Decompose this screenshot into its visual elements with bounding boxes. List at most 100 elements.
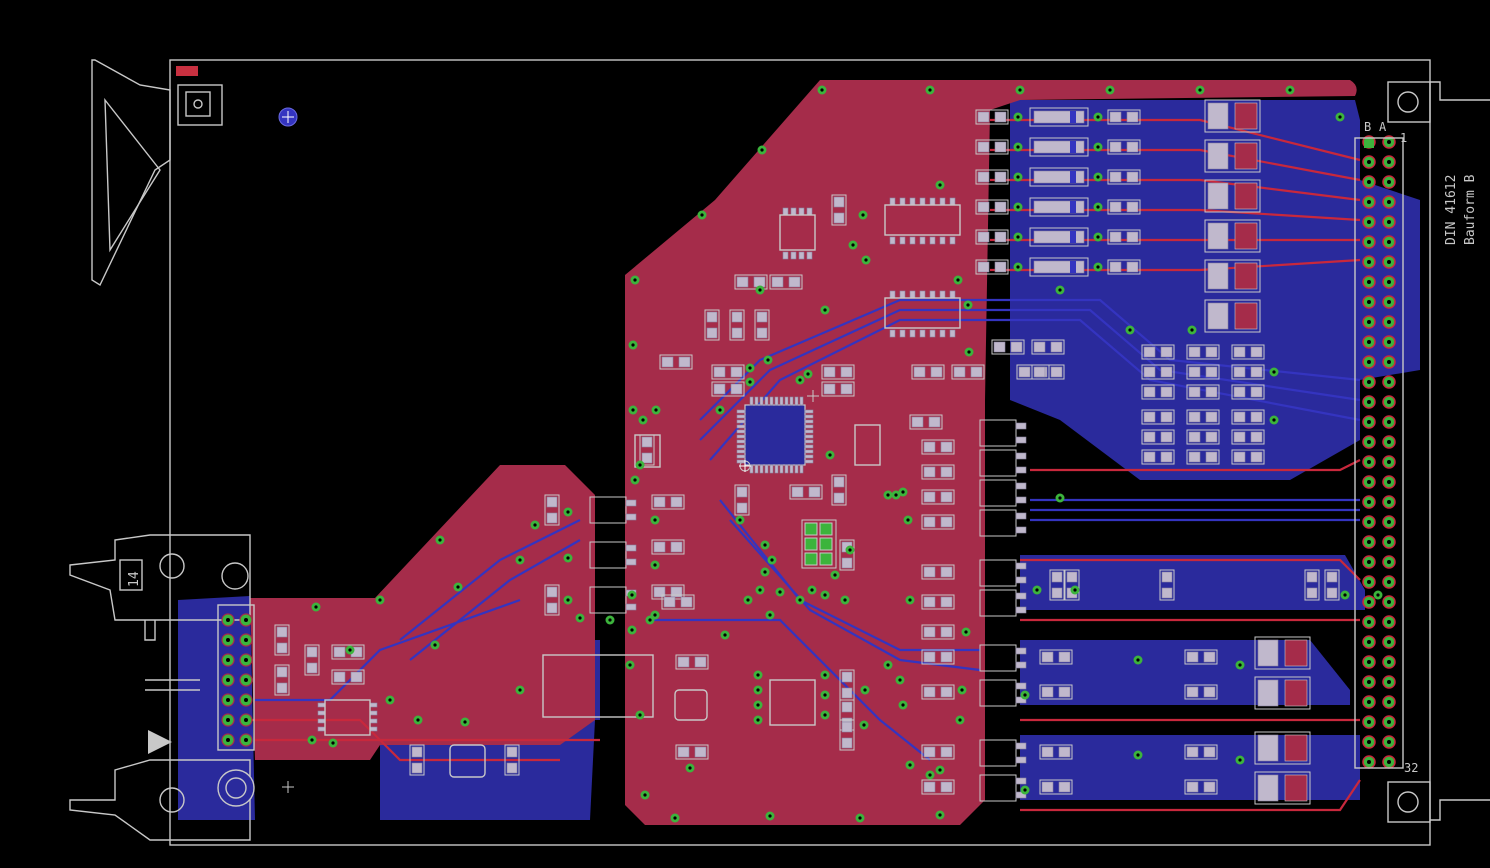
board-outline [169, 59, 1490, 846]
smd-part [921, 439, 955, 455]
row-label-a: A [1379, 120, 1387, 134]
smd-part [1159, 569, 1175, 601]
smd-part [1231, 409, 1265, 425]
connector-silkscreen [1354, 81, 1431, 823]
smd-part [921, 624, 955, 640]
smd-part [1184, 744, 1218, 760]
row-label-b: B [1364, 120, 1371, 134]
diode [1029, 167, 1089, 187]
smd-part [711, 364, 745, 380]
smd-part [504, 744, 520, 776]
smd-part [659, 354, 693, 370]
smd-part [734, 484, 750, 516]
smd-part [1186, 429, 1220, 445]
smd-part [921, 779, 955, 795]
smd-part [1184, 684, 1218, 700]
smd-part [704, 309, 720, 341]
smd-part [544, 494, 560, 526]
smd-part [1186, 364, 1220, 380]
smd-part [1141, 344, 1175, 360]
smd-part [639, 434, 655, 466]
smd-part [729, 309, 745, 341]
diode [1029, 137, 1089, 157]
smd-part [754, 309, 770, 341]
smd-part [1186, 449, 1220, 465]
smd-part [1231, 364, 1265, 380]
smd-part [1231, 344, 1265, 360]
transistor [979, 559, 1027, 587]
smd-part [675, 744, 709, 760]
smd-part [1107, 109, 1141, 125]
transistor [979, 449, 1027, 477]
smd-part [734, 274, 768, 290]
tantalum-capacitor [1254, 676, 1311, 710]
transistor [979, 419, 1027, 447]
smd-part [1031, 339, 1065, 355]
smd-part [651, 584, 685, 600]
tantalum-capacitor [1254, 636, 1311, 670]
smd-part [1141, 364, 1175, 380]
smd-part [1039, 684, 1073, 700]
smd-part [839, 719, 855, 751]
smd-part [1324, 569, 1340, 601]
smd-part [1107, 169, 1141, 185]
smd-part [975, 229, 1009, 245]
smd-part [909, 414, 943, 430]
smd-part [1141, 449, 1175, 465]
smd-part [274, 664, 290, 696]
smd-part [1107, 259, 1141, 275]
smd-part [1141, 429, 1175, 445]
smd-part [1184, 649, 1218, 665]
top-copper-pours [250, 80, 1357, 825]
smd-part [661, 594, 695, 610]
transistor [979, 509, 1027, 537]
diode [1029, 227, 1089, 247]
smd-part [921, 684, 955, 700]
smd-part [1031, 364, 1065, 380]
smd-part [544, 584, 560, 616]
smd-part [789, 484, 823, 500]
tantalum-capacitor [1204, 219, 1261, 253]
smd-part [1107, 199, 1141, 215]
smd-part [711, 381, 745, 397]
smd-part [821, 381, 855, 397]
smd-part [409, 744, 425, 776]
smd-part [651, 494, 685, 510]
smd-part [331, 669, 365, 685]
smd-part [831, 474, 847, 506]
diode [1029, 197, 1089, 217]
smd-part [1039, 744, 1073, 760]
transistor [979, 774, 1027, 802]
microcontroller-qfp [739, 404, 806, 472]
smd-part [975, 199, 1009, 215]
smd-part [921, 464, 955, 480]
smd-part [1141, 384, 1175, 400]
smd-part [1049, 569, 1065, 601]
smd-part [975, 139, 1009, 155]
smd-part [1231, 384, 1265, 400]
smd-part [1186, 344, 1220, 360]
smd-part [769, 274, 803, 290]
smd-part [1039, 779, 1073, 795]
smd-part [1141, 409, 1175, 425]
smd-part [1107, 139, 1141, 155]
tantalum-capacitor [1204, 259, 1261, 293]
tantalum-capacitor [1254, 731, 1311, 765]
smd-part [921, 649, 955, 665]
transistor [589, 541, 637, 569]
smd-part [651, 539, 685, 555]
smd-part [921, 744, 955, 760]
transistor [589, 496, 637, 524]
smd-part [1184, 779, 1218, 795]
transistor [979, 589, 1027, 617]
transistor [979, 679, 1027, 707]
tantalum-capacitor [1204, 99, 1261, 133]
jumper-header [801, 519, 837, 569]
pin-label-last: 32 [1404, 761, 1418, 775]
smd-part [831, 194, 847, 226]
smd-part [951, 364, 985, 380]
connector-form-label: Bauform B [1463, 174, 1478, 245]
smd-part [991, 339, 1025, 355]
smd-part [921, 514, 955, 530]
